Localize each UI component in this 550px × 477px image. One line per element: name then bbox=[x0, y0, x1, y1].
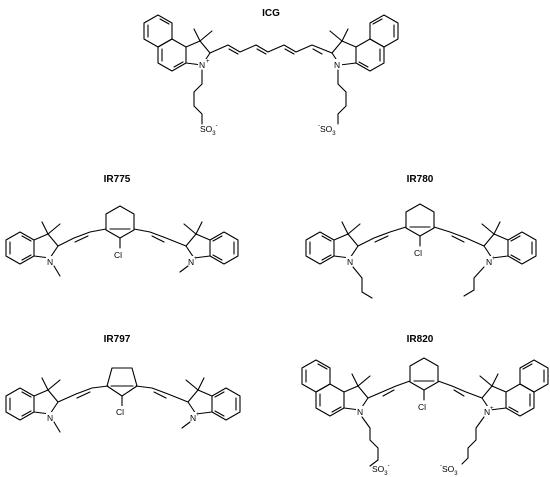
nitrogen-cation-icg: N bbox=[199, 60, 205, 70]
plus-charge-ir797: + bbox=[196, 412, 200, 418]
molecule-title-ir797: IR797 bbox=[104, 334, 131, 345]
sulfonate-right-ir820: -SO3 bbox=[440, 463, 458, 477]
molecule-icg: ICG N + N SO3- -SO3 bbox=[143, 8, 399, 137]
molecule-title-icg: ICG bbox=[262, 8, 280, 19]
nitrogen-ir780: N bbox=[347, 257, 353, 267]
chlorine-ir780: Cl bbox=[414, 248, 422, 258]
molecule-title-ir775: IR775 bbox=[104, 174, 131, 185]
plus-charge-ir775: + bbox=[194, 256, 198, 262]
chlorine-ir820: Cl bbox=[418, 402, 426, 412]
molecule-ir775: IR775 Cl N N + bbox=[5, 174, 239, 277]
molecule-ir780: IR780 Cl N N + bbox=[305, 174, 537, 299]
nitrogen-cation-ir797: N bbox=[190, 413, 196, 423]
sulfonate-left-icg: SO3- bbox=[200, 123, 218, 137]
nitrogen-icg: N bbox=[334, 60, 340, 70]
plus-charge-icg: + bbox=[206, 59, 210, 65]
nitrogen-cation-ir775: N bbox=[188, 257, 194, 267]
sulfonate-right-icg: -SO3 bbox=[318, 123, 336, 137]
molecule-ir820: IR820 Cl N N + SO3- -SO3 bbox=[301, 334, 549, 477]
molecule-ir797: IR797 Cl N N + bbox=[5, 334, 241, 433]
nitrogen-ir820: N bbox=[357, 407, 363, 417]
chlorine-ir775: Cl bbox=[114, 250, 122, 260]
plus-charge-ir820: + bbox=[490, 406, 494, 412]
molecule-title-ir820: IR820 bbox=[407, 334, 434, 345]
nitrogen-cation-ir820: N bbox=[484, 407, 490, 417]
nitrogen-ir775: N bbox=[47, 257, 53, 267]
chlorine-ir797: Cl bbox=[116, 407, 124, 417]
nitrogen-cation-ir780: N bbox=[486, 257, 492, 267]
plus-charge-ir780: + bbox=[492, 256, 496, 262]
nitrogen-ir797: N bbox=[47, 413, 53, 423]
sulfonate-left-ir820: SO3- bbox=[372, 463, 390, 477]
molecule-title-ir780: IR780 bbox=[407, 174, 434, 185]
